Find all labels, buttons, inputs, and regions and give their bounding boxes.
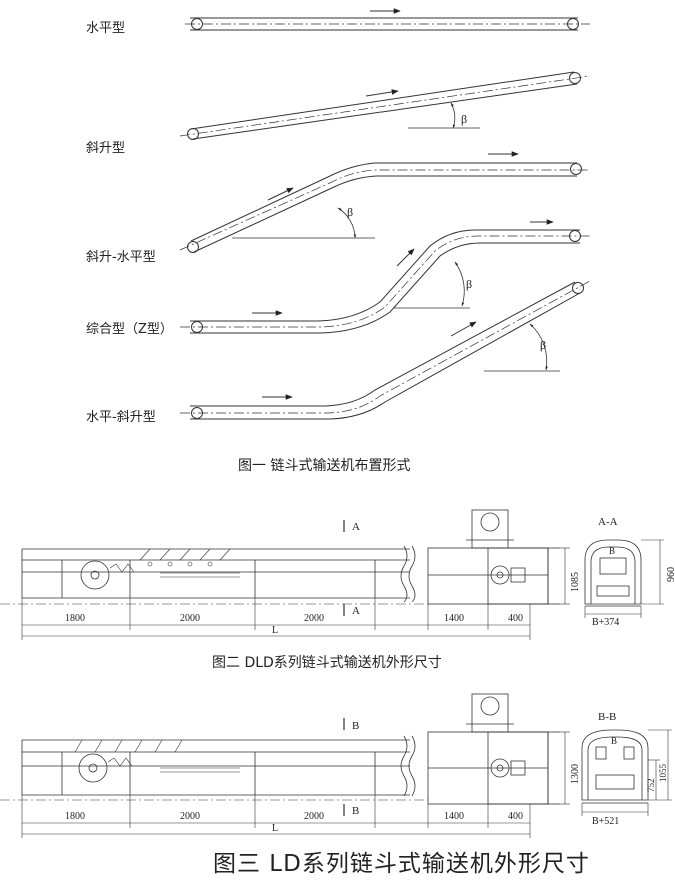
ld-section-view: [581, 729, 672, 816]
angle-beta: β: [466, 277, 472, 291]
figure-3-caption: 图三 LD系列链斗式输送机外形尺寸: [213, 851, 590, 877]
label-horizontal: 水平型: [86, 21, 126, 36]
ld-section-width: B+521: [592, 816, 619, 827]
layout-horizontal: [185, 8, 590, 31]
layout-inclined-horizontal: β: [179, 151, 590, 253]
label-inclined-horizontal: 斜升-水平型: [86, 250, 156, 265]
ld-dim-head: 1400: [444, 811, 464, 822]
dld-section-height: 960: [666, 567, 675, 582]
layout-horizontal-inclined: β: [180, 280, 591, 420]
ld-dim-total: L: [272, 823, 278, 834]
ld-dim-drive: 400: [508, 811, 523, 822]
label-inclined: 斜升型: [86, 141, 126, 156]
layout-diagrams: β β β: [179, 8, 591, 420]
ld-dimensions: [21, 731, 570, 838]
ld-section-height: 1055: [658, 764, 668, 783]
dld-dim-total: L: [272, 625, 278, 636]
ld-section-inner-height: 752: [646, 779, 656, 793]
dld-section-mark-bottom: A: [352, 605, 360, 617]
dld-dim-head: 1400: [444, 613, 464, 624]
dld-dim-mid2: 2000: [304, 613, 324, 624]
dld-elevation: [0, 509, 560, 616]
dld-section-title: A-A: [598, 516, 618, 528]
figure-2-caption: 图二 DLD系列链斗式输送机外形尺寸: [212, 655, 442, 671]
layout-inclined: β: [179, 71, 591, 140]
angle-beta: β: [461, 112, 467, 126]
ld-dim-mid2: 2000: [304, 811, 324, 822]
figure-1-caption: 图一 链斗式输送机布置形式: [238, 458, 411, 474]
dld-section-inner: B: [609, 546, 615, 556]
ld-section-title: B-B: [598, 711, 616, 723]
ld-section-inner: B: [611, 736, 617, 746]
dld-dim-height: 1085: [570, 572, 581, 592]
ld-dim-tail: 1800: [65, 811, 85, 822]
ld-section-mark-top: B: [352, 720, 359, 732]
dld-dimensions: [21, 547, 570, 640]
ld-elevation: [0, 693, 560, 816]
dld-dim-mid1: 2000: [180, 613, 200, 624]
angle-beta: β: [347, 205, 353, 219]
ld-dim-height: 1300: [570, 764, 581, 784]
label-z-type: 综合型（Z型）: [86, 322, 173, 337]
layout-z-type: β: [180, 219, 590, 334]
dld-section-mark-top: A: [352, 521, 360, 533]
angle-beta: β: [540, 338, 546, 352]
dld-section-view: [584, 539, 664, 618]
ld-section-mark-bottom: B: [352, 805, 359, 817]
label-horizontal-inclined: 水平-斜升型: [86, 410, 156, 425]
dld-section-width: B+374: [592, 617, 619, 628]
dld-dim-tail: 1800: [65, 613, 85, 624]
dld-dim-drive: 400: [508, 613, 523, 624]
ld-dim-mid1: 2000: [180, 811, 200, 822]
